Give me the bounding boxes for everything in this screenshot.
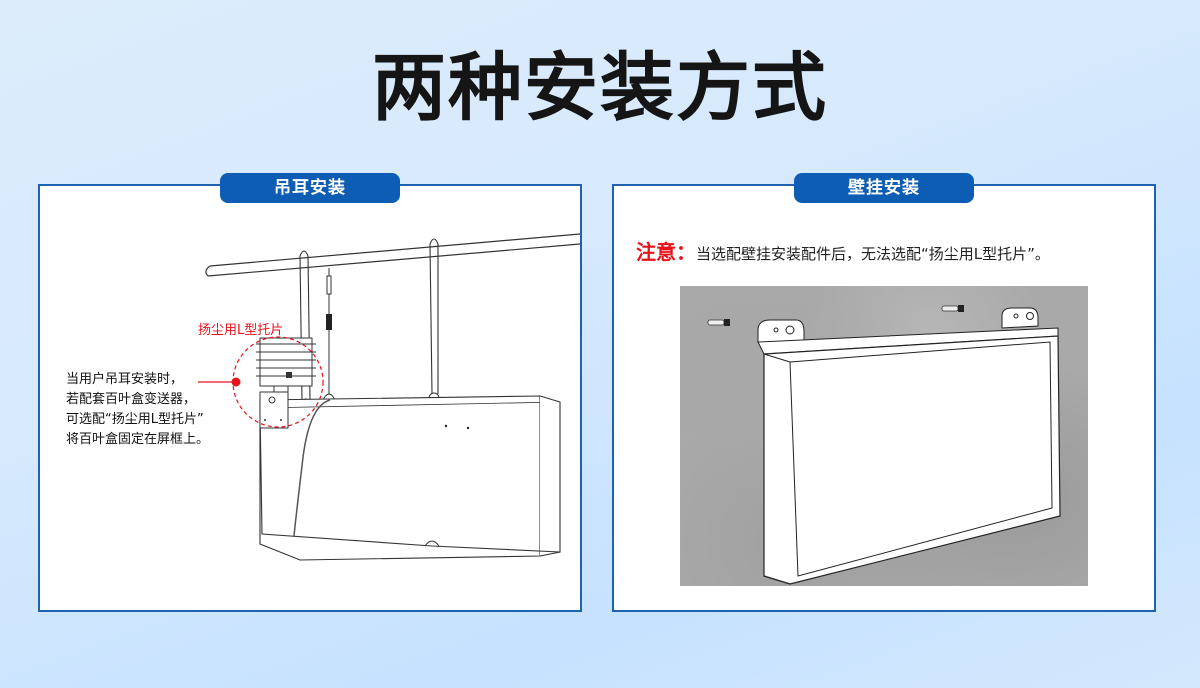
hanging-install-description: 当用户吊耳安装时， 若配套百叶盒变送器， 可选配“扬尘用L型托片” 将百叶盒固定…	[66, 370, 209, 450]
screw-icon	[941, 305, 964, 312]
description-line: 将百叶盒固定在屏框上。	[66, 432, 210, 447]
warning-note: 注意：当选配壁挂安装配件后，无法选配“扬尘用L型托片”。	[636, 236, 1050, 265]
l-bracket-label: 扬尘用L型托片	[198, 323, 284, 338]
description-line: 若配套百叶盒变送器，	[66, 392, 197, 407]
warning-label: 注意：	[636, 240, 696, 264]
hanging-install-header: 吊耳安装	[220, 173, 400, 203]
description-line: 可选配“扬尘用L型托片”	[66, 412, 204, 427]
warning-text: 当选配壁挂安装配件后，无法选配“扬尘用L型托片”。	[696, 245, 1050, 263]
wall-install-panel: 壁挂安装 注意：当选配壁挂安装配件后，无法选配“扬尘用L型托片”。	[612, 173, 1156, 612]
description-line: 当用户吊耳安装时，	[66, 372, 184, 387]
hanging-mount-diagram	[198, 233, 580, 561]
wall-mounted-screen-illustration	[707, 305, 1061, 585]
page-title: 两种安装方式	[372, 45, 828, 131]
screw-icon	[707, 319, 730, 326]
wall-mount-photo	[680, 286, 1088, 586]
hanging-install-panel: 吊耳安装	[38, 173, 582, 612]
wall-install-header: 壁挂安装	[794, 173, 974, 203]
